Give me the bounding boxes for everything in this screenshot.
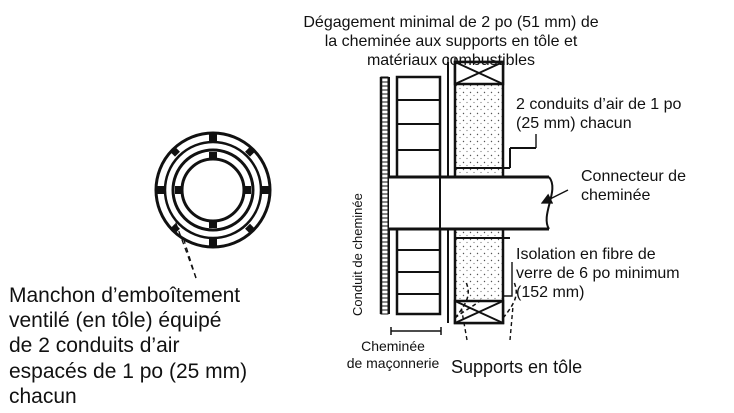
thimble-line-3: de 2 conduits d’air: [9, 334, 180, 358]
air-channels-label: 2 conduits d’air de 1 po (25 mm) chacun: [516, 96, 681, 134]
sheet-metal-supports: [454, 281, 517, 319]
masonry-line-2: de maçonnerie: [346, 354, 440, 371]
thimble-line-2: ventilé (en tôle) équipé: [9, 309, 222, 333]
clearance-line-2: la cheminée aux supports en tôle et: [324, 32, 578, 50]
insulation-line-1: Isolation en fibre de: [516, 246, 656, 263]
clearance-line-3: matériaux combustibles: [366, 51, 536, 69]
clearance-label: Dégagement minimal de 2 po (51 mm) de la…: [283, 14, 619, 71]
thimble-line-1: Manchon d’emboîtement: [9, 284, 241, 307]
masonry-line-1: Cheminée: [361, 338, 425, 354]
masonry-bracket: [390, 327, 442, 335]
air-channels-line-1: 2 conduits d’air de 1 po: [516, 96, 682, 113]
clearance-line-1: Dégagement minimal de 2 po (51 mm) de: [303, 14, 599, 31]
insulation-label: Isolation en fibre de verre de 6 po mini…: [516, 246, 680, 303]
masonry-label: Cheminée de maçonnerie: [338, 338, 448, 371]
thimble-label: Manchon d’emboîtement ventilé (en tôle) …: [9, 283, 247, 409]
insulation-line-2: verre de 6 po minimum: [516, 264, 680, 282]
connector-line-2: cheminée: [581, 186, 651, 204]
connector-label: Connecteur de cheminée: [581, 168, 686, 206]
supports-label: Supports en tôle: [451, 357, 583, 377]
insulation-line-3: (152 mm): [516, 283, 585, 301]
thimble-cross-section: [154, 131, 272, 279]
masonry-chimney: [379, 75, 442, 316]
leader-lines: [447, 58, 569, 341]
air-channels-line-2: (25 mm) chacun: [516, 114, 632, 132]
wall-assembly: [447, 60, 536, 325]
flue-label: Conduit de cheminée: [350, 193, 365, 316]
thimble-line-5: chacun: [9, 384, 77, 408]
connector-line-1: Connecteur de: [581, 168, 686, 185]
thimble-line-4: espacés de 1 po (25 mm): [9, 359, 248, 383]
chimney-connector-pipe: [389, 175, 554, 231]
